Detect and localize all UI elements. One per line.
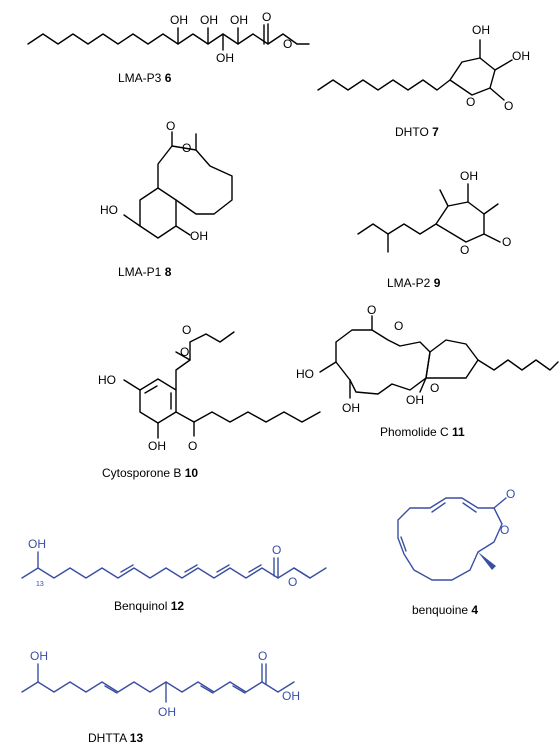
dhtta-oh-label-1: OH: [30, 649, 48, 663]
dhtta-name: DHTTA 13: [88, 731, 143, 745]
benquinol-db-1: [120, 564, 134, 573]
lma-p2-oh-label: OH: [460, 169, 478, 183]
compound-lma-p2: OH O O LMA-P2 9: [357, 169, 511, 290]
lma-p2-side-chain: [357, 223, 437, 235]
compound-cytosporone-b: O O HO OH O Cytosporone B 10: [98, 323, 321, 480]
compound-lma-p1: O O HO OH LMA-P1 8: [100, 119, 233, 279]
benquoine-db-1: [431, 502, 446, 513]
phomolide-macrocycle: [335, 329, 431, 395]
benquoine-o-ring: O: [500, 523, 509, 537]
phomolide-o-carbonyl: O: [367, 303, 376, 317]
cytosporone-o-ketone: O: [188, 439, 197, 453]
compound-dhtta: OH OH O OH DHTTA 13: [21, 649, 300, 745]
lma-p2-o-carbonyl: O: [502, 235, 511, 249]
cytosporone-ho-bond-1: [123, 379, 141, 391]
cytosporone-o-ester: O: [182, 323, 191, 337]
dhtta-chain: [21, 681, 295, 693]
lma-p1-ho-label: HO: [100, 203, 118, 217]
benquinol-name: Benquinol 12: [114, 599, 184, 613]
dhto-name: DHTO 7: [395, 125, 439, 139]
benquinol-db-3: [216, 564, 230, 573]
compound-lma-p3: OH OH OH OH O O LMA-P3 6: [27, 10, 310, 85]
dhtta-oh-acid: OH: [282, 689, 300, 703]
dhto-oh-label-2: OH: [512, 49, 530, 63]
lma-p2-carbonyl: [483, 233, 501, 243]
lma-p3-oh-label-4: OH: [230, 13, 248, 27]
phomolide-ho-bond: [319, 361, 337, 373]
lma-p3-oh-label-2: OH: [200, 13, 218, 27]
benquinol-db-2: [184, 564, 198, 573]
phomolide-oh-label-2: OH: [406, 393, 424, 407]
compound-benquinol: OH 13 O O Benquinol 12: [21, 537, 327, 613]
benquinol-ethyl: [293, 567, 327, 579]
dhtta-db-1: [104, 685, 118, 694]
lma-p2-ring: [435, 201, 485, 243]
phomolide-oh-bond-2: [419, 377, 427, 393]
dhto-chain: [317, 79, 451, 91]
cytosporone-ho-label: HO: [98, 373, 116, 387]
compound-dhto: OH OH O O DHTO 7: [317, 23, 530, 139]
lma-p2-methyl-3: [483, 203, 499, 215]
phomolide-oh-label: OH: [342, 401, 360, 415]
dhto-ring: [449, 57, 496, 96]
dhto-oh-label-1: OH: [472, 23, 490, 37]
lma-p1-macrocycle: [157, 145, 233, 215]
cytosporone-ester-chain: [175, 331, 235, 391]
compound-benquoine: O O benquoine 4: [397, 487, 515, 617]
benquinol-o-ester: O: [288, 575, 297, 589]
cytosporone-o-ester-carbonyl: O: [180, 345, 189, 359]
phomolide-pyran: [425, 339, 479, 379]
cytosporone-name: Cytosporone B 10: [102, 466, 198, 480]
phomolide-alkyl-chain: [477, 359, 559, 371]
benquoine-db-2: [462, 502, 477, 513]
lma-p1-oh-bond-1: [123, 214, 141, 227]
dhto-oh-bond-2: [494, 59, 513, 71]
lma-p3-name: LMA-P3 6: [118, 71, 172, 85]
phomolide-name: Phomolide C 11: [380, 425, 465, 439]
lma-p3-o-carbonyl: O: [262, 10, 271, 24]
cytosporone-oh-label: OH: [148, 439, 166, 453]
phomolide-ho-label: HO: [296, 367, 314, 381]
phomolide-o-lactone: O: [394, 319, 403, 333]
lma-p3-o-ester: O: [283, 37, 292, 51]
dhtta-db-2: [200, 685, 214, 694]
dhtta-o-carbonyl: O: [258, 649, 267, 663]
dhto-o-ring: O: [466, 95, 475, 109]
benquoine-name: benquoine 4: [412, 603, 478, 617]
dhto-o-carbonyl: O: [504, 99, 513, 113]
compound-phomolide-c: O O HO OH OH O Phomolide C 11: [296, 303, 559, 439]
lma-p1-oh-bond-2: [175, 225, 191, 236]
lma-p1-oh-label: OH: [190, 229, 208, 243]
lma-p1-name: LMA-P1 8: [118, 265, 172, 279]
lma-p3-oh-label-1: OH: [170, 13, 188, 27]
benquinol-chain: [21, 567, 311, 579]
cytosporone-ester-carbonyl: [175, 351, 191, 361]
dhtta-db-3: [232, 685, 246, 694]
benquinol-db-4: [248, 564, 262, 573]
dhto-carbonyl: [489, 87, 505, 101]
lma-p1-cyclohexane: [139, 187, 177, 239]
benquinol-o-carbonyl: O: [272, 543, 281, 557]
lma-p3-oh-label-3: OH: [216, 51, 234, 65]
cytosporone-ketone-chain: [175, 411, 321, 423]
benquoine-db-3: [400, 536, 407, 552]
lma-p2-methyl-2: [439, 189, 449, 207]
lma-p1-o-carbonyl: O: [166, 119, 175, 133]
dhtta-oh-label-2: OH: [158, 705, 176, 719]
benquoine-carbonyl: [493, 497, 507, 509]
lma-p2-o-ring: O: [460, 243, 469, 257]
cytosporone-ring-inner-1: [144, 385, 158, 394]
benquinol-oh-label: OH: [28, 537, 46, 551]
phomolide-o-pyran: O: [430, 381, 439, 395]
benquoine-methyl-wedge: [478, 552, 496, 570]
lma-p1-o-ring: O: [182, 141, 191, 155]
benquinol-c13-label: 13: [36, 581, 44, 588]
lma-p3-skeleton: [27, 33, 310, 45]
lma-p2-name: LMA-P2 9: [387, 276, 441, 290]
benquoine-o-carbonyl: O: [506, 487, 515, 501]
benquoine-macrocycle: [397, 497, 503, 581]
